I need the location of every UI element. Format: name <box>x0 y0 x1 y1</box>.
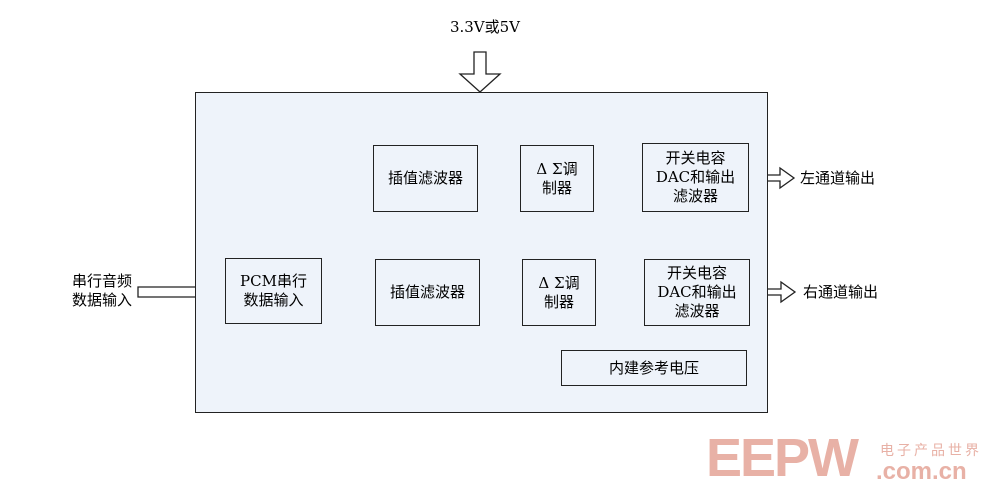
delta-sigma-modulator-bottom: Δ Σ调 制器 <box>522 259 596 326</box>
pcm-serial-input-block: PCM串行 数据输入 <box>225 258 322 324</box>
interpolation-filter-top: 插值滤波器 <box>373 145 478 212</box>
watermark-logo: EEPW <box>706 428 859 488</box>
watermark-tagline: 电子产品世界 <box>880 443 982 459</box>
dac-output-filter-bottom: 开关电容 DAC和输出 滤波器 <box>644 259 750 326</box>
right-channel-output-label: 右通道输出 <box>803 283 879 301</box>
internal-reference-voltage-block: 内建参考电压 <box>561 350 747 386</box>
input-label: 串行音频 数据输入 <box>71 272 132 309</box>
dac-output-filter-top: 开关电容 DAC和输出 滤波器 <box>642 143 749 212</box>
supply-voltage-label: 3.3V或5V <box>449 18 521 36</box>
interpolation-filter-bottom: 插值滤波器 <box>375 259 480 326</box>
watermark-url: .com.cn <box>876 458 967 485</box>
left-channel-output-label: 左通道输出 <box>800 169 876 187</box>
delta-sigma-modulator-top: Δ Σ调 制器 <box>520 145 594 212</box>
supply-arrow <box>458 51 502 93</box>
